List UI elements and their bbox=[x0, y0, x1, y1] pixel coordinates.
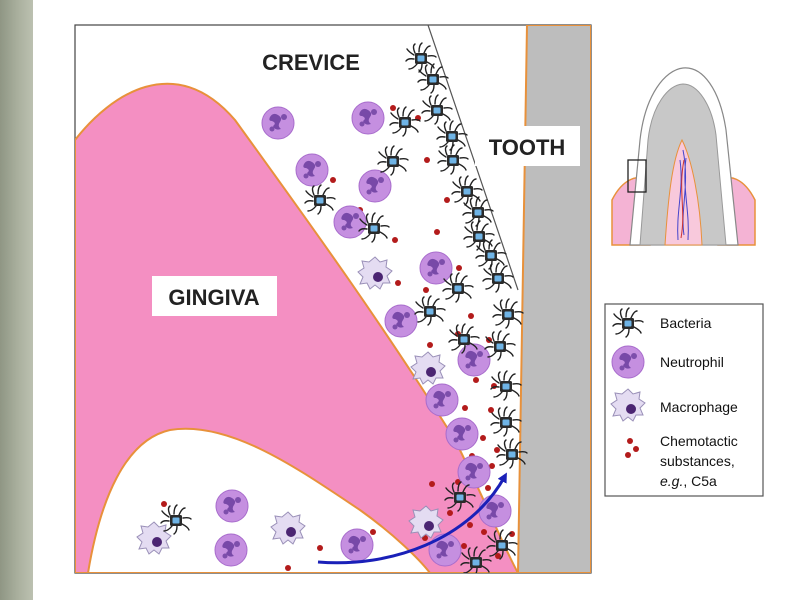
migration-arrow bbox=[317, 472, 507, 565]
tooth-inset-icon bbox=[611, 67, 756, 246]
gingiva-label-box bbox=[152, 276, 277, 316]
gingiva-label: GINGIVA bbox=[168, 285, 259, 310]
legend-neutrophil-icon bbox=[611, 345, 645, 379]
legend-chemotactic-c5a: , C5a bbox=[683, 473, 717, 489]
legend-chemotactic-icon bbox=[625, 438, 639, 458]
tooth-surface bbox=[516, 25, 591, 573]
tooth-label-box bbox=[475, 126, 580, 166]
slide-side-bar bbox=[0, 0, 33, 600]
legend-macrophage-label: Macrophage bbox=[660, 399, 738, 415]
tooth-label: TOOTH bbox=[489, 135, 566, 160]
crevice-boundary bbox=[427, 25, 519, 291]
legend: Bacteria Neutrophil Macrophage Chemotact… bbox=[604, 303, 764, 497]
legend-chemotactic-line1: Chemotactic bbox=[660, 433, 738, 449]
legend-neutrophil-label: Neutrophil bbox=[660, 354, 724, 370]
legend-chemotactic-eg: e.g. bbox=[660, 473, 683, 489]
crevice-label: CREVICE bbox=[262, 50, 360, 75]
legend-chemotactic-line2: substances, bbox=[660, 453, 735, 469]
legend-bacteria-label: Bacteria bbox=[660, 315, 712, 331]
legend-chemotactic-line3: e.g., C5a bbox=[660, 473, 717, 489]
